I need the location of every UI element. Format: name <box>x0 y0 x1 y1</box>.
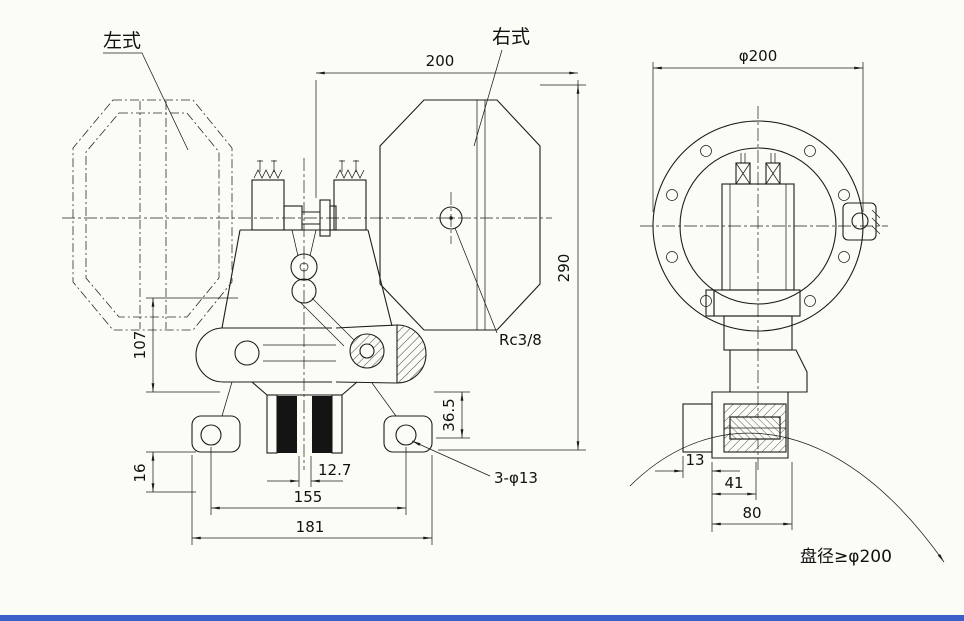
foot-right <box>383 415 433 453</box>
cam-hatched <box>396 324 427 384</box>
dim-200-label: 200 <box>426 52 455 70</box>
dim-181-label: 181 <box>296 518 325 536</box>
foot-left <box>191 415 241 453</box>
disc-arc <box>629 432 945 563</box>
foot-hole-right <box>395 424 417 446</box>
arm-pin-hole <box>234 340 260 366</box>
spring-post-right <box>333 160 367 231</box>
side-body <box>682 153 808 459</box>
dim-36-5-label: 36.5 <box>440 398 458 431</box>
bottom-accent-bar <box>0 615 964 621</box>
side-view <box>629 106 945 563</box>
bracket-plate <box>682 403 713 453</box>
dim-12-7-label: 12.7 <box>318 461 351 479</box>
air-port-circle <box>439 206 463 230</box>
type-labels: 左式 右式 <box>103 26 530 151</box>
dim-155-label: 155 <box>294 488 323 506</box>
leader-line <box>454 227 498 334</box>
dim-13-label: 13 <box>685 451 704 469</box>
pivot-bore <box>359 343 375 359</box>
backing-plate-left <box>266 394 278 454</box>
dim-290-label: 290 <box>555 254 573 283</box>
cam-roller-upper <box>290 253 318 281</box>
dim-80-label: 80 <box>742 504 761 522</box>
label-disc-note: 盘径≥φ200 <box>800 547 892 567</box>
dim-16-label: 16 <box>131 463 149 482</box>
caliper-body <box>221 229 393 347</box>
front-view <box>62 99 552 470</box>
side-dimensions: φ200 13 41 80 盘径≥φ200 <box>652 47 892 567</box>
clamp-arms <box>195 324 427 396</box>
spring-post-left <box>251 160 285 231</box>
cam-roller-lower <box>291 278 317 304</box>
leader-line <box>473 49 503 147</box>
foot-hole-left <box>200 424 222 446</box>
pad-right <box>312 396 332 453</box>
side-tab <box>842 202 881 241</box>
label-right-type: 右式 <box>492 26 530 48</box>
right-chamber <box>379 99 541 331</box>
dim-phi200-label: φ200 <box>739 47 778 65</box>
pad-left <box>277 396 297 453</box>
label-left-type: 左式 <box>103 30 141 52</box>
dim-41-label: 41 <box>724 474 743 492</box>
flange-inner-circle <box>679 147 837 305</box>
thread-callout-label: Rc3/8 <box>499 331 542 349</box>
brake-pads <box>266 394 343 454</box>
tab-hole <box>851 212 869 230</box>
front-dimensions: 200 290 Rc3/8 107 16 36.5 12.7 <box>131 52 586 545</box>
flange-outer-circle <box>652 120 864 332</box>
leader-line <box>411 440 491 477</box>
dim-107-label: 107 <box>131 331 149 360</box>
holes-callout-label: 3-φ13 <box>494 469 538 487</box>
leader-line <box>103 52 189 151</box>
bolt-holes <box>666 145 850 307</box>
left-chamber-phantom <box>72 99 233 331</box>
backing-plate-right <box>331 394 343 454</box>
mounting-feet <box>191 381 433 453</box>
